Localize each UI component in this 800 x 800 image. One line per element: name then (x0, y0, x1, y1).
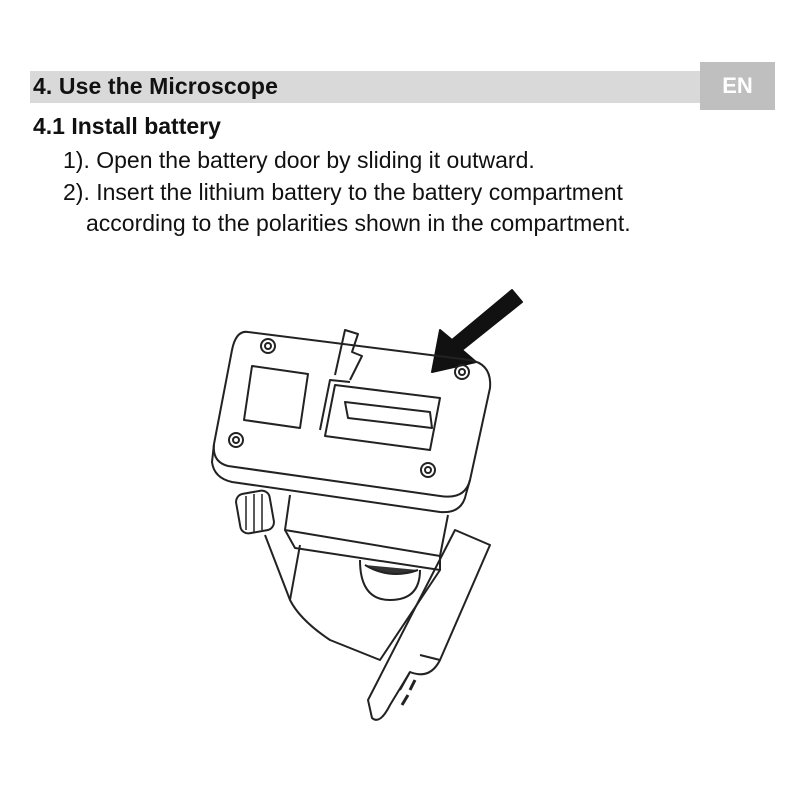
step-2: 2). Insert the lithium battery to the ba… (63, 179, 623, 205)
subsection-title: 4.1 Install battery (33, 113, 221, 139)
arrow-icon (431, 289, 523, 373)
language-badge: EN (700, 62, 775, 110)
step-1: 1). Open the battery door by sliding it … (63, 147, 535, 173)
section-title: 4. Use the Microscope (33, 73, 278, 99)
section-header-bar (30, 71, 700, 103)
step-2-continued: according to the polarities shown in the… (86, 210, 631, 236)
